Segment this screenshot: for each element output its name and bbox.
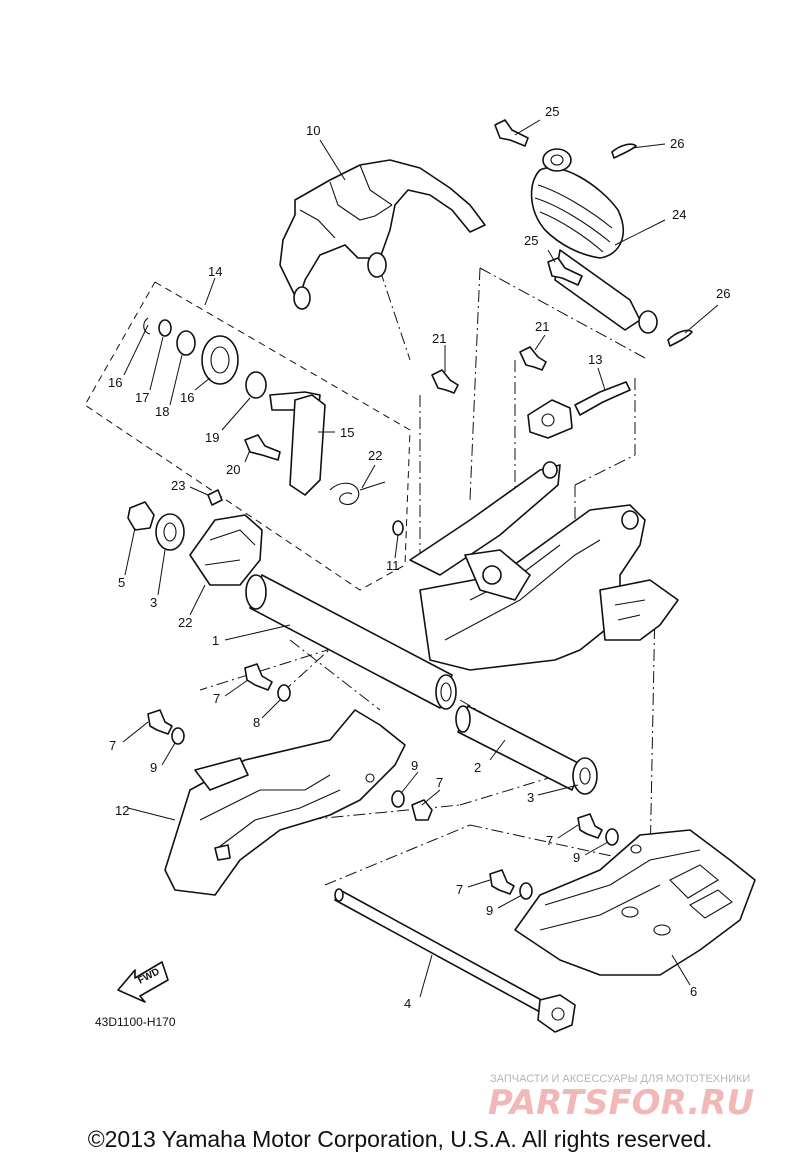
callout-4: 4 — [404, 996, 411, 1011]
callout-2: 2 — [474, 760, 481, 775]
linkage-kit — [143, 317, 404, 536]
callout-19: 11 — [386, 558, 400, 573]
callout-16: 19 — [205, 430, 219, 445]
callout-5: 5 — [118, 575, 125, 590]
callout-9: 9 — [573, 850, 580, 865]
callout-20: 10 — [306, 123, 320, 138]
callout-23: 23 — [171, 478, 185, 493]
pivot-shaft-part — [334, 888, 576, 1033]
callout-13: 16 — [180, 390, 194, 405]
leader-lines — [122, 119, 719, 998]
diagram-code: 43D1100-H170 — [95, 1015, 176, 1029]
callout-14: 16 — [108, 375, 122, 390]
callout-labels: 10 25 26 24 25 26 14 21 21 13 16 17 18 1… — [108, 104, 730, 1011]
callout-17: 20 — [226, 462, 240, 477]
callout-8: 12 — [115, 803, 129, 818]
callout-24: 24 — [672, 207, 686, 222]
shock-bolts — [494, 119, 693, 347]
watermark: ЗАПЧАСТИ И АКСЕССУАРЫ ДЛЯ МОТОТЕХНИКИ PA… — [488, 1073, 754, 1123]
callout-25: 25 — [545, 104, 559, 119]
callout-21: 21 — [535, 319, 549, 334]
callout-18: 22 — [368, 448, 382, 463]
callout-10: 13 — [588, 352, 602, 367]
watermark-logo: PARTSFOR.RU — [488, 1083, 754, 1123]
callout-22: 22 — [178, 615, 192, 630]
callout-3: 3 — [150, 595, 157, 610]
fwd-arrow-icon: FWD — [117, 961, 169, 1003]
copyright-text: ©2013 Yamaha Motor Corporation, U.S.A. A… — [87, 1126, 713, 1152]
pivot-collar-part — [455, 705, 598, 795]
pivot-cap-part — [127, 489, 263, 586]
callout-7: 7 — [456, 882, 463, 897]
callout-3: 3 — [527, 790, 534, 805]
callout-7: 7 — [546, 833, 553, 848]
callout-9: 8 — [253, 715, 260, 730]
callout-1: 1 — [212, 633, 219, 648]
chain-guard-part — [164, 709, 406, 896]
shock-guard-part — [279, 159, 486, 310]
callout-9: 9 — [411, 758, 418, 773]
callout-25: 25 — [524, 233, 538, 248]
callout-9: 9 — [486, 903, 493, 918]
callout-11: 14 — [208, 264, 222, 279]
callout-15: 17 — [135, 390, 149, 405]
bolts-washers — [147, 663, 619, 900]
callout-16: 18 — [155, 404, 169, 419]
rear-shock-part — [530, 148, 658, 334]
callout-12: 15 — [340, 425, 354, 440]
callout-6: 6 — [690, 984, 697, 999]
callout-7: 7 — [213, 691, 220, 706]
chain-adjuster-parts — [431, 346, 631, 439]
callout-21: 21 — [432, 331, 446, 346]
callout-7: 7 — [436, 775, 443, 790]
protector-plate-part — [514, 829, 756, 976]
callout-7: 7 — [109, 738, 116, 753]
swingarm-part — [245, 461, 679, 710]
watermark-tagline: ЗАПЧАСТИ И АКСЕССУАРЫ ДЛЯ МОТОТЕХНИКИ — [490, 1073, 750, 1085]
callout-26: 26 — [670, 136, 684, 151]
callout-9: 9 — [150, 760, 157, 775]
callout-26: 26 — [716, 286, 730, 301]
